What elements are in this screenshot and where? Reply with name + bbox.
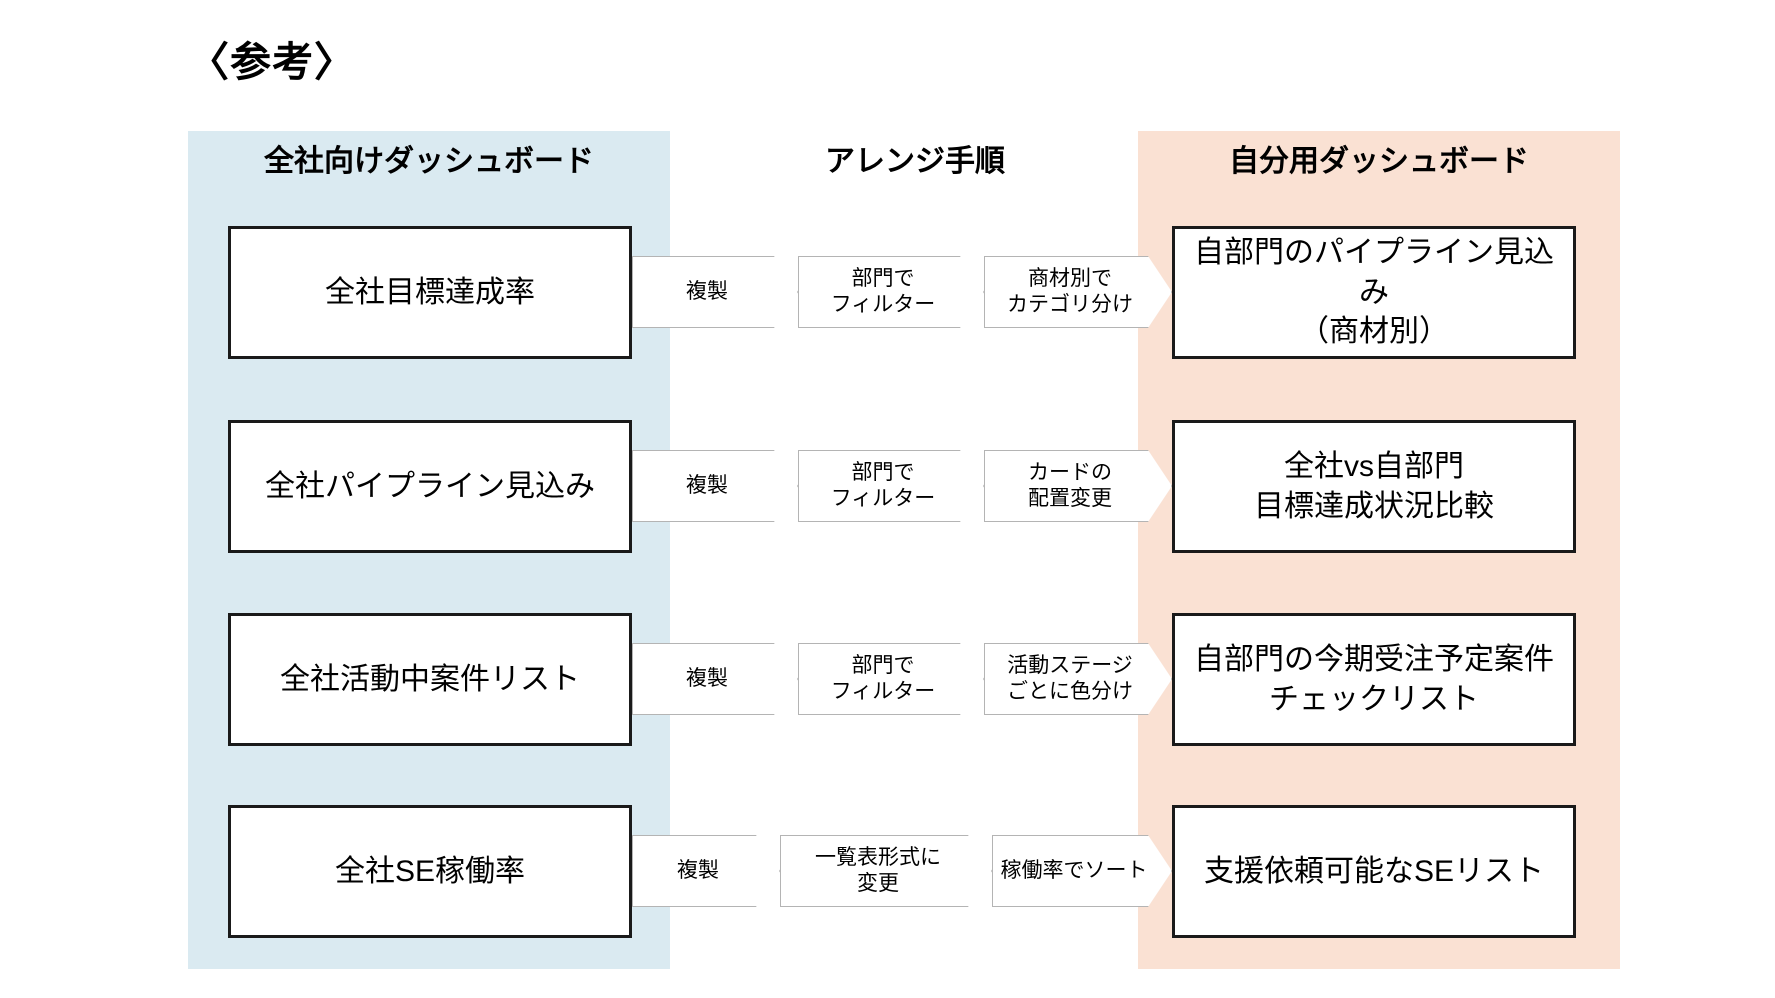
step-arrow-3[interactable]: 商材別で カテゴリ分け: [984, 256, 1172, 328]
step-arrow-label: 部門で フィルター: [830, 460, 936, 510]
step-arrow-label: 複製: [686, 666, 728, 690]
page-title: 〈参考〉: [188, 39, 356, 85]
step-arrow-label: 商材別で カテゴリ分け: [1007, 266, 1133, 316]
left-column-header: 全社向けダッシュボード: [264, 145, 594, 178]
step-arrow-1[interactable]: 複製: [632, 450, 798, 522]
target-dashboard-box[interactable]: 支援依頼可能なSEリスト: [1172, 805, 1576, 938]
step-arrow-3[interactable]: カードの 配置変更: [984, 450, 1172, 522]
step-arrow-label: 複製: [677, 858, 719, 882]
step-arrow-1[interactable]: 複製: [632, 835, 780, 907]
step-arrow-2[interactable]: 部門で フィルター: [798, 256, 984, 328]
source-dashboard-box[interactable]: 全社活動中案件リスト: [228, 613, 632, 746]
step-arrow-1[interactable]: 複製: [632, 256, 798, 328]
source-dashboard-box[interactable]: 全社SE稼働率: [228, 805, 632, 938]
target-dashboard-box[interactable]: 全社vs自部門 目標達成状況比較: [1172, 420, 1576, 553]
step-arrow-label: 部門で フィルター: [830, 266, 936, 316]
step-arrow-2[interactable]: 部門で フィルター: [798, 450, 984, 522]
step-arrow-label: 一覧表形式に 変更: [815, 845, 941, 895]
step-arrow-1[interactable]: 複製: [632, 643, 798, 715]
step-arrow-label: 部門で フィルター: [830, 653, 936, 703]
source-dashboard-box[interactable]: 全社パイプライン見込み: [228, 420, 632, 553]
step-arrow-3[interactable]: 稼働率でソート: [992, 835, 1172, 907]
step-arrow-label: 複製: [686, 473, 728, 497]
middle-column-header: アレンジ手順: [825, 145, 1005, 178]
step-arrow-2[interactable]: 部門で フィルター: [798, 643, 984, 715]
flow-row: 全社SE稼働率 複製 一覧表形式に 変更 稼働率でソート 支援依頼可能なSEリス…: [0, 797, 1775, 947]
flow-row: 全社パイプライン見込み 複製 部門で フィルター カードの 配置変更 全社vs自…: [0, 412, 1775, 562]
target-dashboard-box[interactable]: 自部門のパイプライン見込み （商材別）: [1172, 226, 1576, 359]
step-arrow-3[interactable]: 活動ステージ ごとに色分け: [984, 643, 1172, 715]
step-arrow-label: 複製: [686, 279, 728, 303]
flow-row: 全社目標達成率 複製 部門で フィルター 商材別で カテゴリ分け 自部門のパイプ…: [0, 218, 1775, 368]
step-arrow-2[interactable]: 一覧表形式に 変更: [780, 835, 992, 907]
step-arrow-label: 稼働率でソート: [1000, 858, 1148, 882]
step-arrow-label: 活動ステージ ごとに色分け: [1007, 653, 1133, 703]
right-column-header: 自分用ダッシュボード: [1229, 145, 1529, 178]
flow-row: 全社活動中案件リスト 複製 部門で フィルター 活動ステージ ごとに色分け 自部…: [0, 605, 1775, 755]
target-dashboard-box[interactable]: 自部門の今期受注予定案件 チェックリスト: [1172, 613, 1576, 746]
step-arrow-label: カードの 配置変更: [1028, 460, 1112, 510]
source-dashboard-box[interactable]: 全社目標達成率: [228, 226, 632, 359]
